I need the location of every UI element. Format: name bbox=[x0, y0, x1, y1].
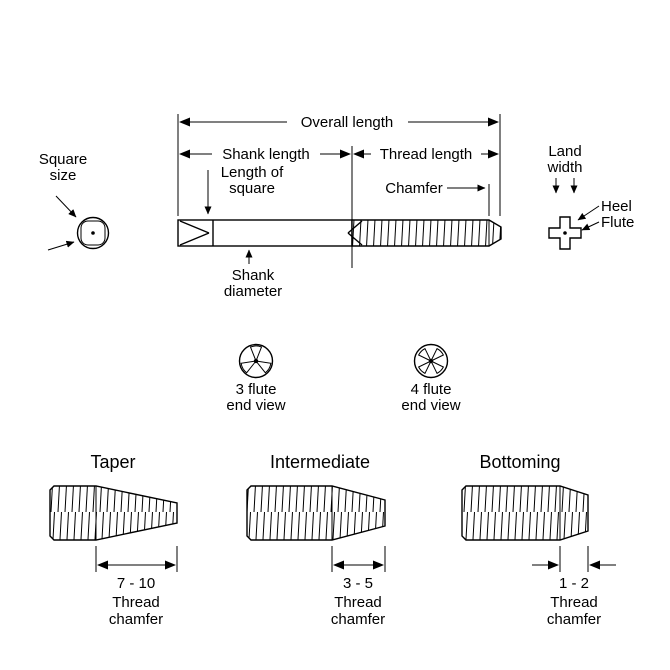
tap-type-taper: Taper 7 - 10 Thread chamfer bbox=[49, 452, 178, 628]
taper-range: 7 - 10 bbox=[117, 575, 155, 592]
square-size-label-1: Square bbox=[39, 151, 87, 168]
three-flute-flute-3 bbox=[240, 360, 258, 374]
tap-type-intermediate: Intermediate 3 - 5 Thread chamfer bbox=[246, 452, 386, 628]
tap-side-view bbox=[177, 219, 502, 247]
callout-length-of-square: Length of square bbox=[204, 164, 284, 215]
length-of-square-label-1: Length of bbox=[221, 164, 284, 181]
intermediate-chamfer-label-2: chamfer bbox=[331, 611, 385, 628]
three-flute-label-1: 3 flute bbox=[236, 381, 277, 398]
dim-thread-length: Thread length bbox=[353, 146, 499, 163]
four-flute-flute-3 bbox=[417, 359, 433, 375]
bottoming-tap-drawing bbox=[461, 485, 589, 541]
square-end-wedge-bottom bbox=[179, 232, 210, 246]
dim-overall-length: Overall length bbox=[179, 114, 499, 131]
tap-shank-body bbox=[177, 219, 353, 247]
square-size-end-view: Square size bbox=[39, 151, 110, 251]
four-flute-center-dot bbox=[428, 358, 434, 364]
thread-runout-bottom bbox=[347, 232, 363, 246]
four-flute-flute-4 bbox=[417, 347, 433, 363]
three-flute-end-view: 3 flute end view bbox=[226, 343, 286, 414]
overall-length-label: Overall length bbox=[301, 114, 394, 131]
chamfer-label: Chamfer bbox=[385, 180, 443, 197]
callout-chamfer: Chamfer bbox=[385, 180, 486, 197]
three-flute-center-dot bbox=[253, 358, 259, 364]
intermediate-chamfer-label-1: Thread bbox=[334, 594, 382, 611]
shank-diameter-label-1: Shank bbox=[232, 267, 275, 284]
flute-label: Flute bbox=[601, 214, 634, 231]
length-of-square-label-2: square bbox=[229, 180, 275, 197]
four-flute-flute-2 bbox=[429, 359, 445, 375]
three-flute-label-2: end view bbox=[226, 397, 285, 414]
square-shank-center-dot bbox=[91, 231, 95, 235]
square-end-wedge-top bbox=[179, 220, 210, 234]
intermediate-range: 3 - 5 bbox=[343, 575, 373, 592]
four-flute-flute-1 bbox=[429, 347, 445, 363]
callout-shank-diameter: Shank diameter bbox=[224, 249, 282, 300]
four-flute-label-1: 4 flute bbox=[411, 381, 452, 398]
bottoming-title: Bottoming bbox=[479, 452, 560, 472]
taper-chamfer-label-1: Thread bbox=[112, 594, 160, 611]
taper-chamfer-label-2: chamfer bbox=[109, 611, 163, 628]
bottoming-chamfer-label-1: Thread bbox=[550, 594, 598, 611]
tap-type-bottoming: Bottoming 1 - 2 Thread chamfer bbox=[461, 452, 616, 628]
three-flute-flute-2 bbox=[254, 360, 272, 374]
flute-leader bbox=[581, 221, 600, 231]
square-size-leader-lower bbox=[47, 240, 75, 251]
thread-length-label: Thread length bbox=[380, 146, 473, 163]
shank-length-label: Shank length bbox=[222, 146, 310, 163]
square-size-leader-upper bbox=[55, 195, 77, 218]
heel-leader bbox=[577, 205, 600, 221]
taper-title: Taper bbox=[90, 452, 135, 472]
shank-diameter-label-2: diameter bbox=[224, 283, 282, 300]
intermediate-title: Intermediate bbox=[270, 452, 370, 472]
intermediate-tap-drawing bbox=[246, 485, 386, 541]
thread-runout-top bbox=[347, 220, 363, 234]
four-flute-label-2: end view bbox=[401, 397, 460, 414]
bottoming-chamfer-label-2: chamfer bbox=[547, 611, 601, 628]
square-size-label-2: size bbox=[50, 167, 77, 184]
four-flute-end-view: 4 flute end view bbox=[401, 343, 461, 414]
dim-shank-length: Shank length bbox=[179, 146, 351, 163]
square-shank-square-icon bbox=[80, 220, 106, 246]
taper-tap-drawing bbox=[49, 485, 178, 541]
land-width-label-2: width bbox=[546, 159, 582, 176]
extension-lines bbox=[177, 114, 501, 268]
land-width-label-1: Land bbox=[548, 143, 581, 160]
cross-section-callouts: Land width Heel Flute bbox=[546, 143, 634, 250]
three-flute-flute-1 bbox=[249, 345, 263, 363]
cross-section-center-dot bbox=[563, 231, 567, 235]
tap-thread-section bbox=[351, 219, 502, 247]
bottoming-range: 1 - 2 bbox=[559, 575, 589, 592]
heel-label: Heel bbox=[601, 198, 632, 215]
